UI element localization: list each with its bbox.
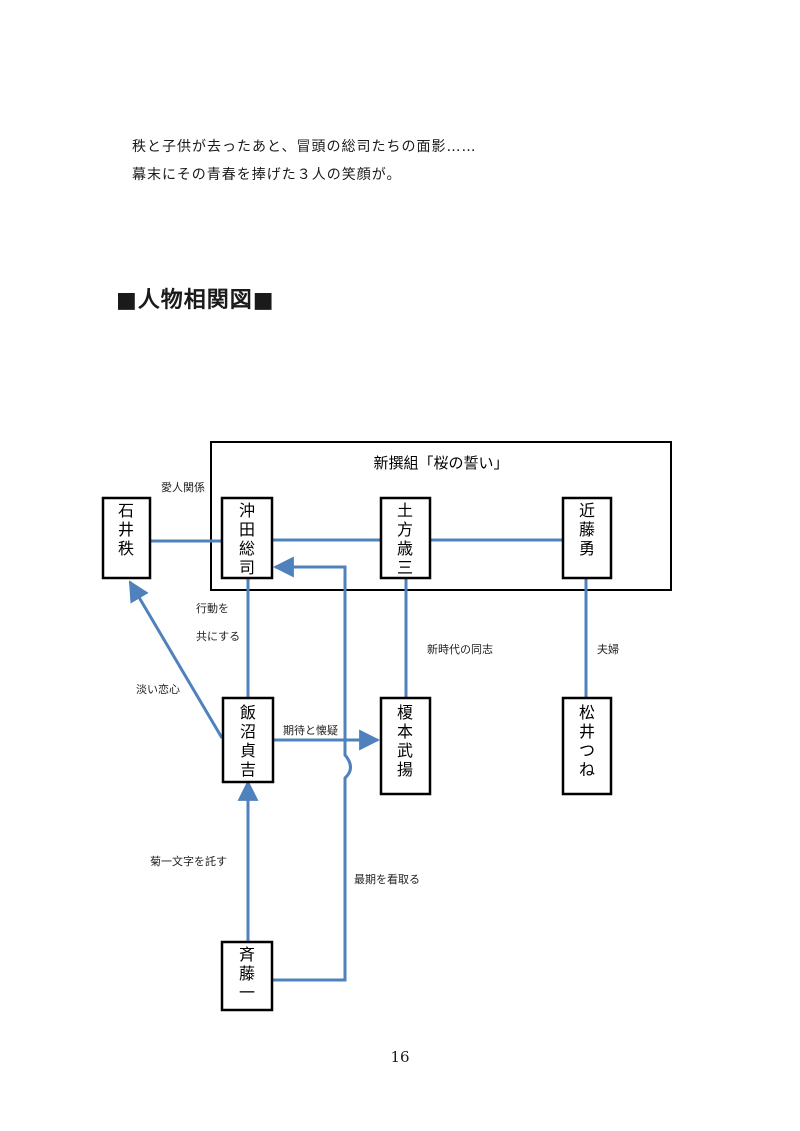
arrow-iinuma-ishii	[128, 580, 224, 739]
label-iinuma-enomoto: 期待と懐疑	[283, 723, 338, 737]
label-saito-okita: 最期を看取る	[354, 872, 420, 886]
group-frame	[210, 441, 672, 591]
label-ishii-okita: 愛人関係	[161, 481, 205, 494]
name-ishii: 石井秩	[118, 501, 134, 558]
box-okita	[220, 496, 274, 580]
name-hijikata: 土方歳三	[397, 501, 413, 577]
box-iinuma	[221, 696, 275, 784]
name-enomoto: 榎本武揚	[397, 703, 413, 779]
label-saito-iinuma: 菊一文字を託す	[150, 854, 227, 868]
name-iinuma: 飯沼貞吉	[240, 703, 256, 779]
intro-line-1: 秩と子供が去ったあと、冒頭の総司たちの面影……	[132, 139, 477, 155]
box-kondo	[561, 496, 613, 580]
arrow-saito-okita	[272, 556, 352, 982]
box-saito	[220, 940, 274, 1012]
name-kondo: 近藤勇	[579, 501, 595, 558]
label-kondo-matsui: 夫婦	[597, 642, 619, 656]
box-matsui	[561, 696, 613, 796]
box-ishii	[101, 496, 152, 580]
box-hijikata	[379, 496, 432, 580]
intro-line-2: 幕末にその青春を捧げた３人の笑顔が。	[132, 167, 402, 183]
group-title: 新撰組「桜の誓い」	[373, 454, 508, 472]
page-number: 16	[390, 1048, 410, 1066]
name-matsui: 松井つね	[579, 703, 595, 779]
name-okita: 沖田総司	[239, 501, 255, 577]
label-okita-iinuma-2: 共にする	[196, 630, 240, 643]
label-iinuma-ishii: 淡い恋心	[136, 682, 180, 696]
name-saito: 斉藤一	[239, 945, 255, 1002]
box-enomoto	[379, 696, 432, 796]
section-heading: ■人物相関図■	[116, 288, 275, 313]
label-okita-iinuma-1: 行動を	[196, 601, 229, 615]
label-hijikata-enomoto: 新時代の同志	[427, 642, 493, 656]
